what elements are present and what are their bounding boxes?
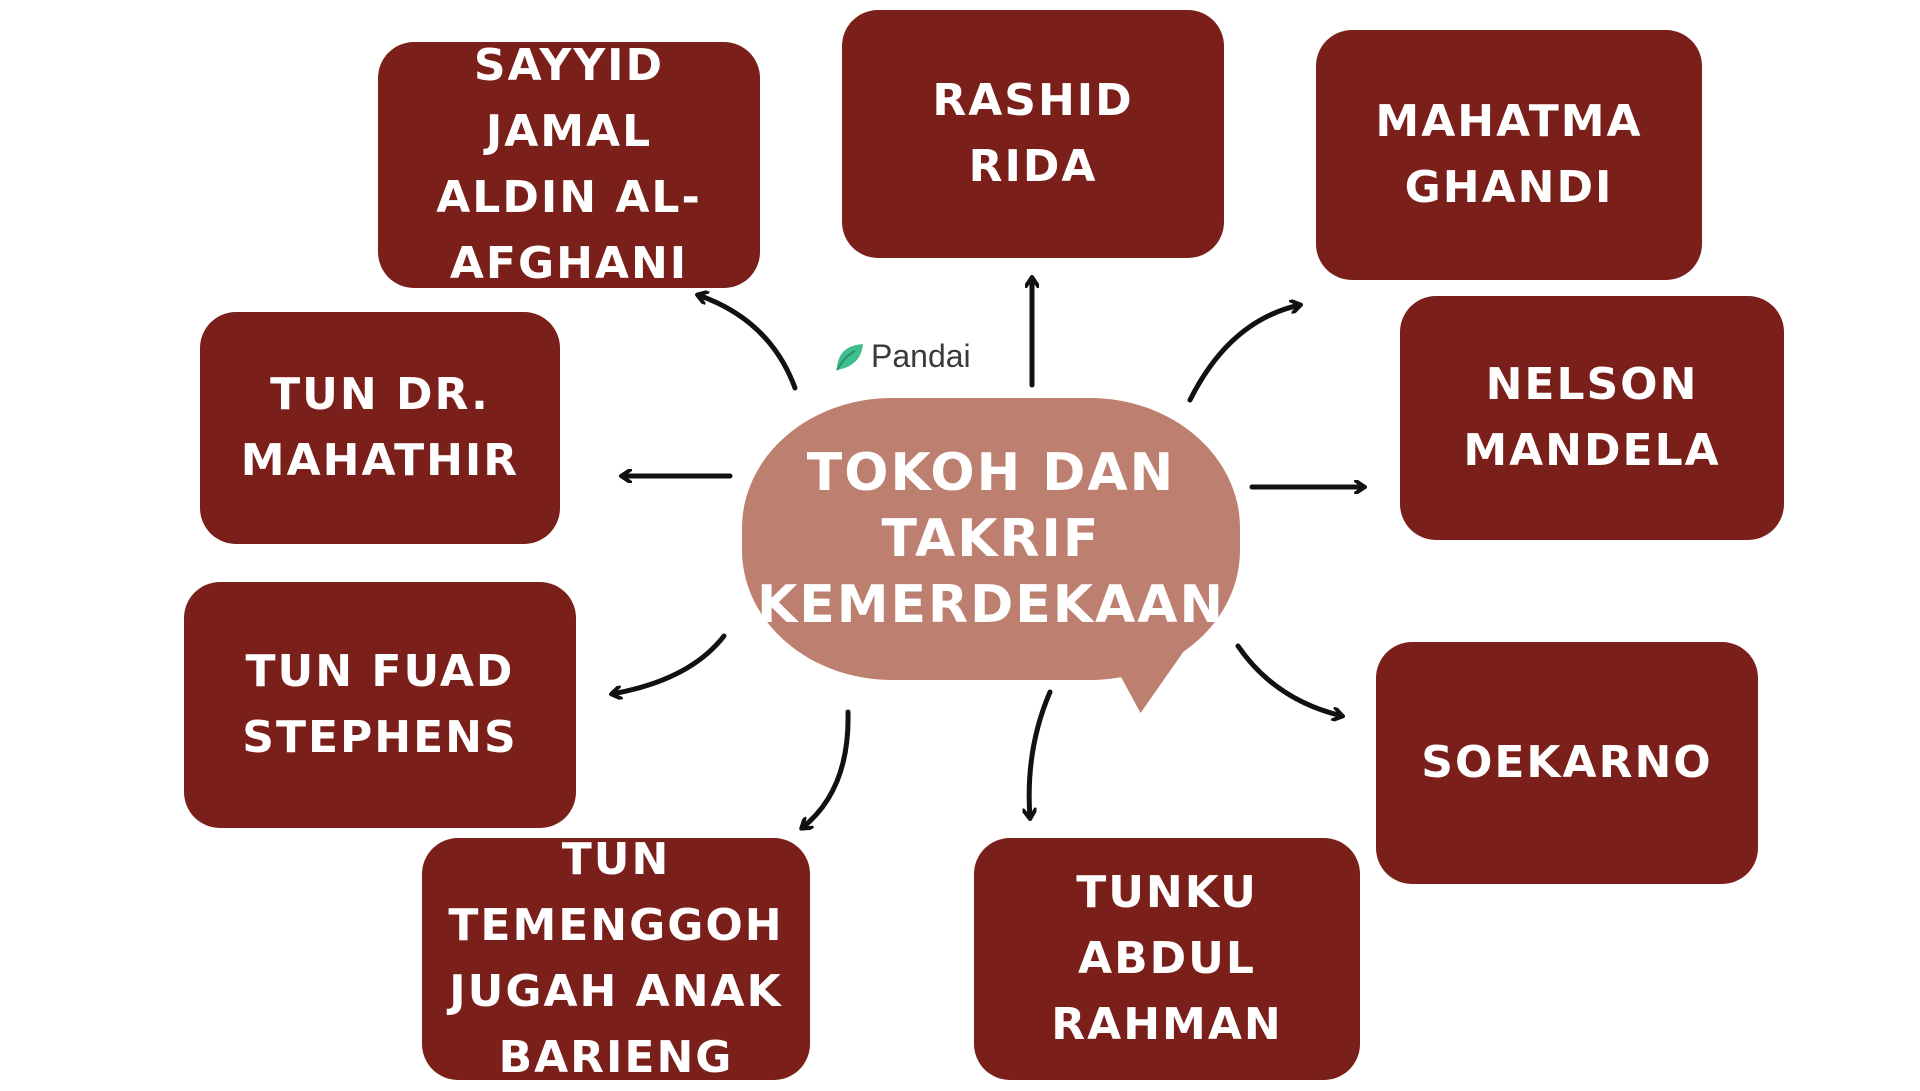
node-tun-mahathir: TUN DR. MAHATHIR — [200, 312, 560, 544]
node-label: SAYYID JAMAL ALDIN AL- AFGHANI — [436, 40, 702, 289]
node-label: MAHATMA GHANDI — [1375, 96, 1643, 213]
node-tun-fuad-stephens: TUN FUAD STEPHENS — [184, 582, 576, 828]
pandai-logo-text: Pandai — [871, 338, 971, 374]
pandai-leaf-icon — [836, 343, 863, 370]
arrow-to-jugah — [802, 709, 851, 828]
node-nelson-mandela: NELSON MANDELA — [1400, 296, 1784, 540]
node-soekarno: SOEKARNO — [1376, 642, 1758, 884]
arrow-to-soekarno — [1235, 643, 1342, 716]
arrow-to-sayyid — [698, 295, 798, 391]
arrow-to-gandhi — [1187, 305, 1300, 403]
central-topic-bubble: TOKOH DAN TAKRIF KEMERDEKAAN — [742, 398, 1240, 680]
node-label: RASHID RIDA — [932, 75, 1134, 192]
arrow-to-tunku — [1029, 689, 1053, 818]
node-mahatma-ghandi: MAHATMA GHANDI — [1316, 30, 1702, 280]
node-label: NELSON MANDELA — [1463, 359, 1721, 476]
node-label: SOEKARNO — [1421, 737, 1713, 788]
pandai-logo: Pandai — [835, 338, 971, 375]
node-rashid-rida: RASHID RIDA — [842, 10, 1224, 258]
node-label: TUN FUAD STEPHENS — [242, 646, 518, 763]
node-label: TUN DR. MAHATHIR — [240, 369, 520, 486]
node-label: TUNKU ABDUL RAHMAN — [1051, 867, 1283, 1050]
node-label: TUN TEMENGGOH JUGAH ANAK BARIENG — [448, 834, 784, 1083]
node-tunku-abdul-rahman: TUNKU ABDUL RAHMAN — [974, 838, 1360, 1080]
node-tun-jugah: TUN TEMENGGOH JUGAH ANAK BARIENG — [422, 834, 810, 1083]
arrow-to-fuad — [612, 633, 727, 694]
central-topic-label: TOKOH DAN TAKRIF KEMERDEKAAN — [756, 443, 1226, 635]
node-sayyid-jamal: SAYYID JAMAL ALDIN AL- AFGHANI — [378, 40, 760, 289]
